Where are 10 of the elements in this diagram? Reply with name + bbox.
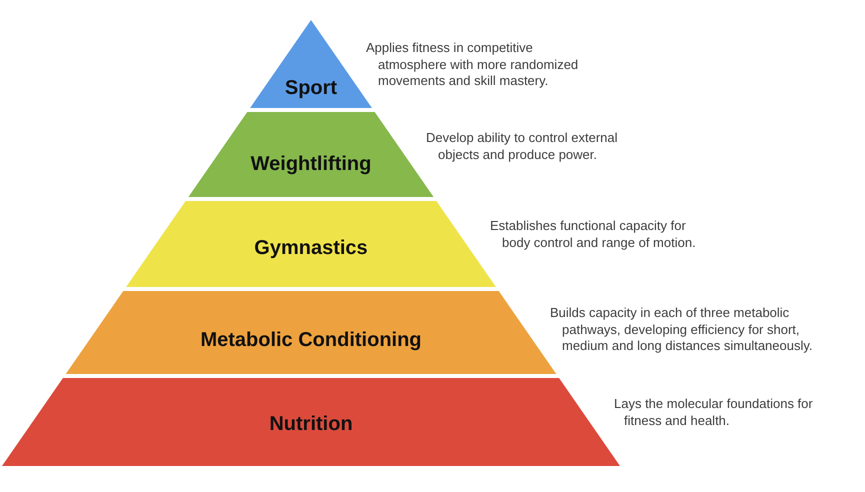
description-text: Establishes functional capacity for body control and range of motion. — [490, 218, 697, 251]
description-text: Builds capacity in each of three metabolic pathways, developing efficiency for short, medium and long distances simultaneously. — [550, 305, 814, 354]
description-text: Lays the molecular foundations for fitness and health. — [614, 396, 814, 429]
tier-label: Metabolic Conditioning — [200, 328, 422, 352]
tier-label: Sport — [284, 76, 338, 100]
tier-label: Gymnastics — [254, 236, 368, 260]
description-text: Applies fitness in competitive atmosphere with more randomized movements and skill mastery. — [366, 40, 580, 90]
tier-label: Weightlifting — [250, 152, 372, 176]
description-text: Develop ability to control external objects and produce power. — [426, 130, 618, 163]
tier-label: Nutrition — [269, 412, 353, 436]
